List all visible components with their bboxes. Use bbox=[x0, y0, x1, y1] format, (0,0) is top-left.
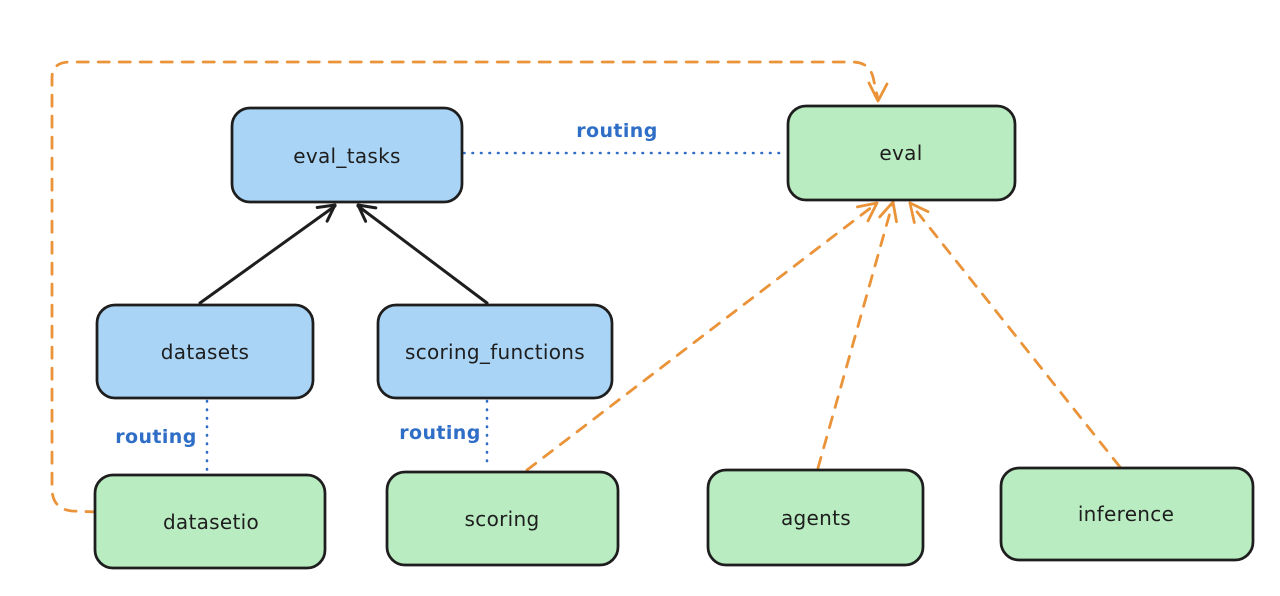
node-label: agents bbox=[781, 506, 851, 530]
edge-inference-to-eval bbox=[908, 201, 1122, 469]
node-eval-tasks: eval_tasks bbox=[230, 106, 464, 204]
edge-routing-datasets-datasetio: routing bbox=[115, 399, 209, 475]
edge-datasets-to-eval-tasks bbox=[198, 203, 337, 305]
node-box bbox=[385, 470, 620, 567]
node-box bbox=[230, 106, 464, 204]
arrowhead bbox=[867, 81, 889, 103]
edge-scoring-to-eval bbox=[525, 201, 879, 472]
node-label: datasetio bbox=[163, 510, 259, 534]
node-box bbox=[93, 473, 327, 570]
node-label: datasets bbox=[161, 340, 249, 364]
edge-scoring-functions-to-eval-tasks bbox=[356, 203, 489, 305]
edge-line bbox=[816, 200, 895, 470]
edge-routing-scoring-functions-scoring: routing bbox=[399, 399, 489, 471]
node-box bbox=[999, 466, 1255, 562]
node-scoring: scoring bbox=[385, 470, 620, 567]
node-box bbox=[786, 104, 1017, 202]
node-scoring-functions: scoring_functions bbox=[376, 303, 614, 400]
node-label: scoring_functions bbox=[405, 340, 585, 364]
node-inference: inference bbox=[999, 466, 1255, 562]
arrowhead bbox=[856, 201, 879, 223]
edge-line bbox=[198, 204, 337, 305]
edge-agents-to-eval bbox=[816, 200, 898, 470]
node-label: inference bbox=[1078, 502, 1174, 526]
arrowhead bbox=[315, 203, 337, 223]
node-agents: agents bbox=[706, 468, 925, 567]
node-box bbox=[95, 303, 315, 400]
node-box bbox=[376, 303, 614, 400]
node-datasetio: datasetio bbox=[93, 473, 327, 570]
node-eval: eval bbox=[786, 104, 1017, 202]
routing-label: routing bbox=[399, 422, 480, 444]
edge-line bbox=[525, 201, 879, 472]
node-label: scoring bbox=[465, 507, 540, 531]
node-datasets: datasets bbox=[95, 303, 315, 400]
routing-label: routing bbox=[115, 426, 196, 448]
edge-routing-eval-tasks-eval: routing bbox=[462, 120, 788, 155]
edge-line bbox=[50, 60, 880, 514]
arrowhead bbox=[356, 203, 378, 223]
edge-line bbox=[908, 201, 1122, 469]
edge-datasetio-to-eval bbox=[50, 60, 889, 514]
arrowhead bbox=[908, 201, 930, 224]
node-label: eval_tasks bbox=[293, 144, 400, 168]
edge-line bbox=[356, 204, 489, 305]
arrowhead bbox=[878, 200, 898, 224]
node-box bbox=[706, 468, 925, 567]
node-label: eval bbox=[879, 141, 922, 165]
routing-label: routing bbox=[576, 120, 657, 142]
